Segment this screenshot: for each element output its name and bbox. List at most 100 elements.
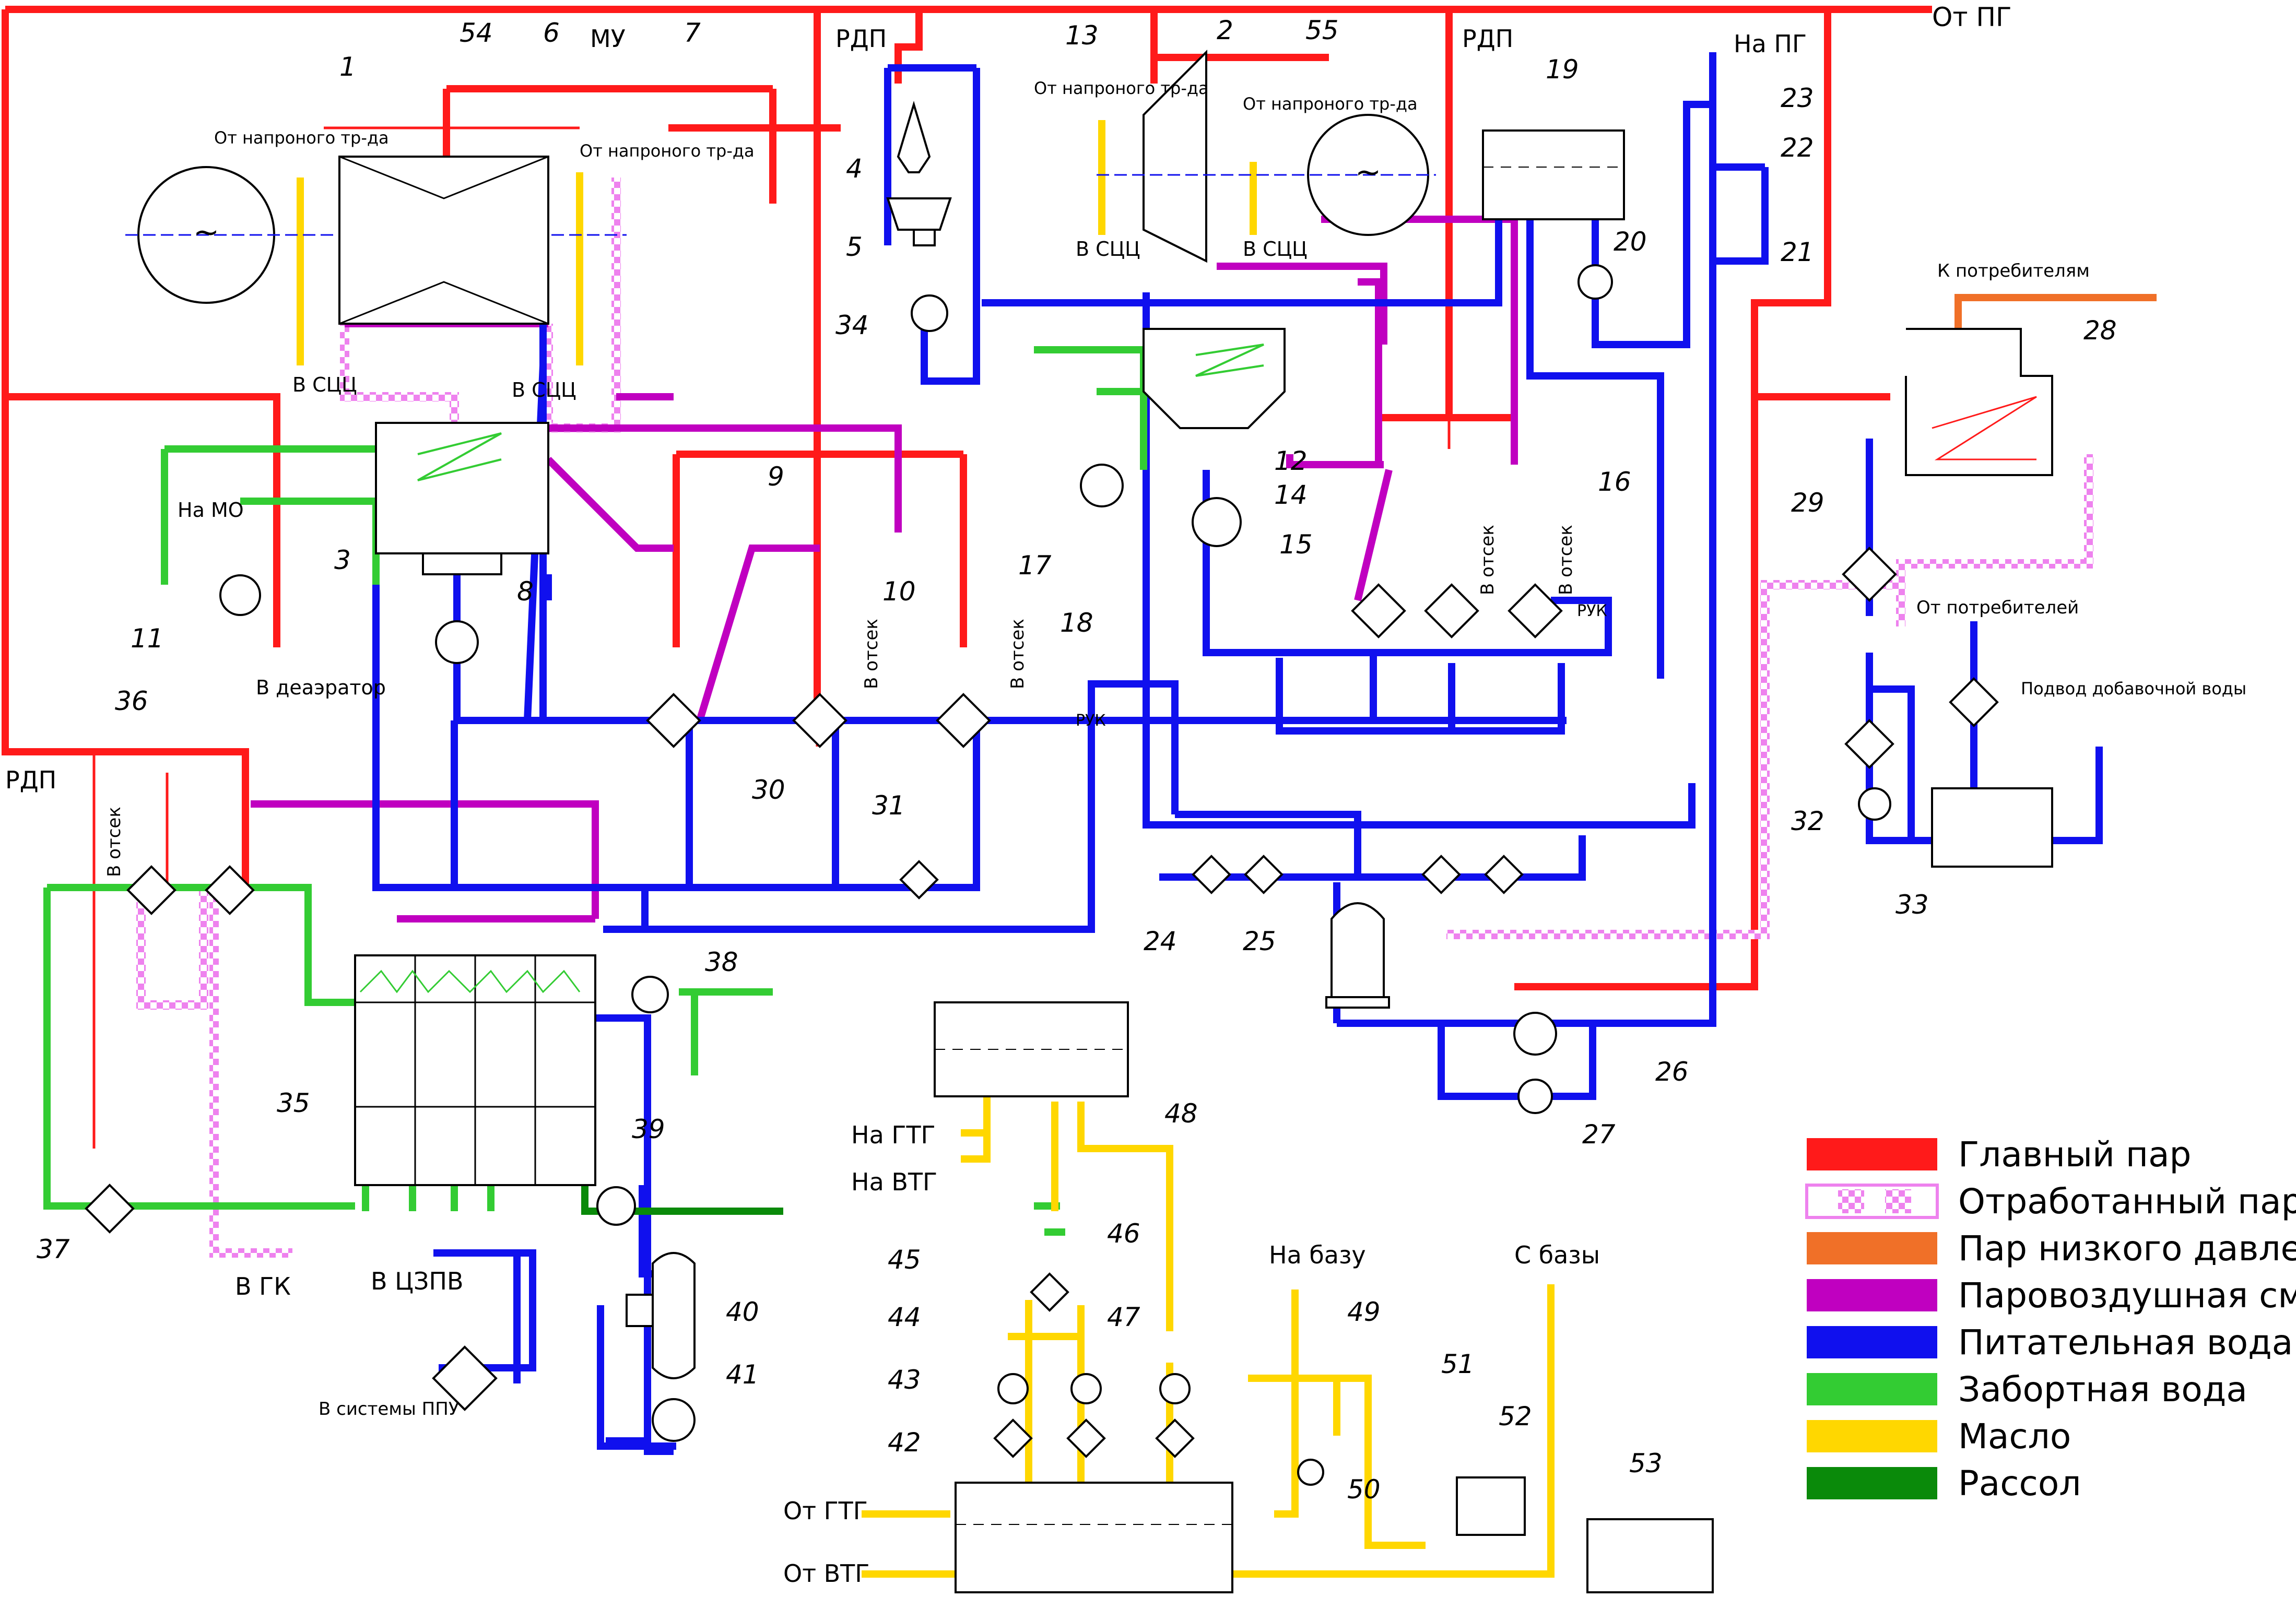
pos-8: 8 xyxy=(517,576,534,607)
legend-item: Отработанный пар xyxy=(1805,1181,2296,1222)
label-from-consumers: От потребителей xyxy=(1916,597,2079,618)
label-from-pg: От ПГ xyxy=(1932,2,2011,32)
heat-exchangers xyxy=(85,547,1999,1458)
legend-item: Главный пар xyxy=(1807,1134,2191,1175)
pos-44: 44 xyxy=(888,1302,921,1332)
pos-55: 55 xyxy=(1305,15,1339,45)
deaerator-25 xyxy=(1325,902,1390,1009)
tank-19 xyxy=(1482,129,1625,220)
label-from-pressure-pipe-3: От напроного тр-да xyxy=(1034,78,1209,98)
label-to-ppu: В системы ППУ xyxy=(319,1399,460,1419)
label-na-vtg: На ВТГ xyxy=(851,1168,937,1196)
pos-42: 42 xyxy=(888,1427,921,1458)
label-to-compartment-3: В отсек xyxy=(1477,525,1498,595)
pos-38: 38 xyxy=(705,947,738,977)
pos-37: 37 xyxy=(37,1234,70,1264)
pos-34: 34 xyxy=(835,310,869,340)
pos-4: 4 xyxy=(846,153,863,184)
pos-18: 18 xyxy=(1060,608,1093,638)
pos-30: 30 xyxy=(752,775,785,805)
legend-item: Масло xyxy=(1807,1416,2071,1457)
pos-5: 5 xyxy=(846,232,863,262)
legend-label: Рассол xyxy=(1958,1463,2081,1504)
pos-14: 14 xyxy=(1274,480,1308,510)
legend-label: Пар низкого давления xyxy=(1958,1228,2296,1269)
label-to-base: На базу xyxy=(1269,1241,1366,1269)
feed-water-lines xyxy=(372,52,2103,1455)
pos-52: 52 xyxy=(1499,1401,1532,1432)
pos-7: 7 xyxy=(684,18,701,48)
label-from-pressure-pipe-1: От напроного тр-да xyxy=(214,128,389,148)
legend-swatch-exhaust-steam xyxy=(1805,1184,1939,1219)
pos-31: 31 xyxy=(872,790,905,821)
pos-54: 54 xyxy=(460,18,493,48)
pos-1: 1 xyxy=(339,52,356,82)
pos-25: 25 xyxy=(1243,926,1276,956)
label-to-compartment-1: В отсек xyxy=(861,619,882,689)
lp-steam-lines xyxy=(1954,294,2157,334)
label-mu: МУ xyxy=(590,25,626,53)
pumps xyxy=(219,264,1891,1486)
label-to-compartment-5: В отсек xyxy=(104,807,125,877)
label-rdp-1: РДП xyxy=(835,25,887,53)
pos-45: 45 xyxy=(888,1245,921,1275)
desalination-unit-35 xyxy=(354,954,596,1186)
turbine-2 xyxy=(1143,50,1207,263)
oil-tank-48 xyxy=(934,1001,1129,1097)
pos-17: 17 xyxy=(1018,550,1052,581)
pos-28: 28 xyxy=(2083,315,2117,346)
label-ruk-1: РУК xyxy=(1076,712,1106,730)
filter-vessel-40 xyxy=(626,1252,696,1379)
generator-right: ~ xyxy=(1097,114,1436,236)
legend-item: Забортная вода xyxy=(1807,1369,2247,1410)
legend-item: Рассол xyxy=(1807,1463,2081,1504)
pos-24: 24 xyxy=(1144,926,1177,956)
legend-label: Забортная вода xyxy=(1958,1369,2247,1410)
pos-47: 47 xyxy=(1107,1302,1140,1332)
label-ruk-2: РУК xyxy=(1577,602,1607,620)
pos-35: 35 xyxy=(277,1088,310,1118)
pos-6: 6 xyxy=(543,18,560,48)
brine-lines xyxy=(581,1185,783,1215)
pos-12: 12 xyxy=(1274,446,1308,476)
label-from-base: С базы xyxy=(1514,1241,1600,1269)
condenser-3 xyxy=(375,422,549,575)
pos-48: 48 xyxy=(1164,1098,1198,1129)
pos-16: 16 xyxy=(1598,467,1631,497)
pos-32: 32 xyxy=(1791,806,1824,836)
label-to-scc-4: В СЦЦ xyxy=(1243,238,1308,261)
tank-52 xyxy=(1456,1476,1526,1536)
label-to-scc-1: В СЦЦ xyxy=(292,373,357,396)
legend-swatch-lp-steam xyxy=(1807,1232,1937,1264)
label-to-deaerator: В деаэратор xyxy=(256,676,386,699)
pos-53: 53 xyxy=(1629,1448,1663,1478)
legend-label: Главный пар xyxy=(1958,1134,2191,1175)
pos-26: 26 xyxy=(1655,1057,1689,1087)
pos-20: 20 xyxy=(1614,227,1647,257)
label-na-gtg: На ГТГ xyxy=(851,1121,936,1149)
ejector-unit-4-5 xyxy=(886,101,952,246)
generator-symbol: ~ xyxy=(193,214,219,251)
pos-11: 11 xyxy=(131,623,164,654)
label-na-mo: На МО xyxy=(178,499,244,522)
pos-43: 43 xyxy=(888,1365,921,1395)
label-from-pressure-pipe-2: От напроного тр-да xyxy=(580,141,755,161)
label-to-czpv: В ЦЗПВ xyxy=(371,1267,464,1295)
label-from-pressure-pipe-4: От напроного тр-да xyxy=(1243,94,1418,114)
generator-symbol: ~ xyxy=(1355,154,1381,191)
label-to-consumers: К потребителям xyxy=(1937,261,2090,281)
legend-swatch-feed-water xyxy=(1807,1326,1937,1358)
label-from-vtg: От ВТГ xyxy=(783,1559,869,1588)
turbine-1 xyxy=(338,156,549,325)
legend-item: Пар низкого давления xyxy=(1807,1228,2296,1269)
pos-2: 2 xyxy=(1217,15,1233,45)
legend-label: Питательная вода xyxy=(1958,1322,2293,1363)
pos-39: 39 xyxy=(632,1114,665,1144)
main-steam-lines xyxy=(2,6,1932,990)
legend-swatch-brine xyxy=(1807,1467,1937,1499)
legend-label: Паровоздушная смесь xyxy=(1958,1275,2296,1316)
pos-22: 22 xyxy=(1781,133,1814,163)
pos-49: 49 xyxy=(1347,1297,1381,1327)
pos-33: 33 xyxy=(1895,890,1929,920)
legend-label: Масло xyxy=(1958,1416,2071,1457)
